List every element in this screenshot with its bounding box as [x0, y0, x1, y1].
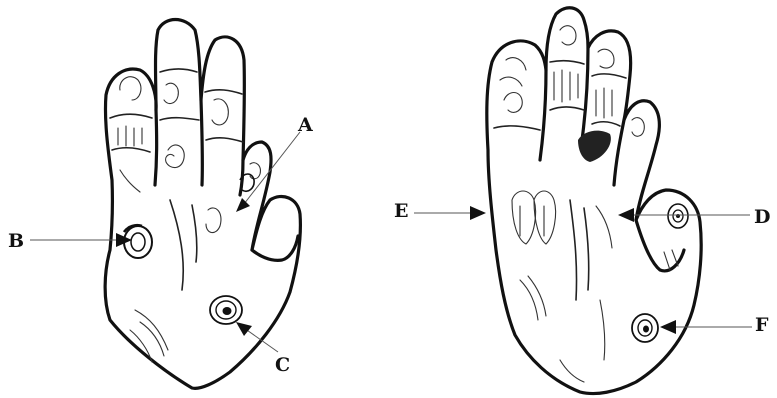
left-crease [206, 138, 243, 142]
right-crease [592, 74, 626, 78]
left-texture [166, 145, 185, 168]
right-crease [584, 208, 589, 290]
left-crease [205, 90, 242, 94]
left-finger-ring-divide [155, 110, 157, 185]
right-texture [598, 49, 614, 68]
left-texture [118, 126, 142, 146]
right-nodule-d [668, 204, 688, 228]
right-texture [596, 88, 612, 118]
left-texture [164, 83, 178, 103]
right-crease [550, 107, 584, 110]
leader-line-f [660, 320, 752, 334]
right-crease [494, 126, 540, 130]
right-crease [550, 61, 584, 64]
right-texture [520, 206, 544, 236]
left-thumb-divide [252, 236, 298, 260]
left-texture [212, 99, 228, 125]
right-hand [487, 8, 701, 394]
left-nodule-c [210, 296, 242, 324]
right-finger-divide-2 [582, 48, 588, 140]
right-finger-divide-1 [540, 70, 546, 160]
right-hand-outline [487, 8, 701, 394]
right-texture [500, 58, 526, 86]
left-texture [120, 170, 140, 192]
left-texture [120, 77, 141, 100]
right-texture [520, 276, 546, 320]
right-nodule-f [632, 314, 658, 342]
right-texture [632, 118, 644, 137]
left-texture [130, 310, 168, 362]
right-crease [592, 122, 620, 126]
right-texture [534, 191, 556, 244]
right-texture [560, 300, 605, 382]
left-crease [160, 69, 197, 72]
right-finger-nodule [578, 131, 611, 162]
left-finger-middle-divide [201, 100, 202, 185]
right-texture [504, 93, 522, 113]
left-hand [105, 20, 300, 389]
left-texture [206, 208, 221, 233]
left-hand-outline [105, 20, 300, 389]
label-c: C [275, 356, 290, 375]
left-crease [192, 205, 197, 262]
label-a: A [298, 116, 313, 135]
left-crease [160, 118, 199, 120]
label-e: E [394, 202, 408, 221]
right-texture [560, 26, 576, 45]
label-d: D [754, 208, 770, 227]
right-texture [512, 191, 536, 244]
left-crease [112, 148, 150, 152]
right-texture [554, 70, 578, 102]
left-crease [170, 200, 183, 290]
leader-line-e [414, 206, 486, 220]
right-finger-divide-3 [614, 120, 624, 185]
label-f: F [755, 316, 769, 335]
label-b: B [8, 232, 24, 251]
right-crease [570, 200, 577, 300]
left-crease [110, 114, 152, 118]
right-texture [596, 206, 612, 248]
leader-line-b [30, 233, 132, 247]
